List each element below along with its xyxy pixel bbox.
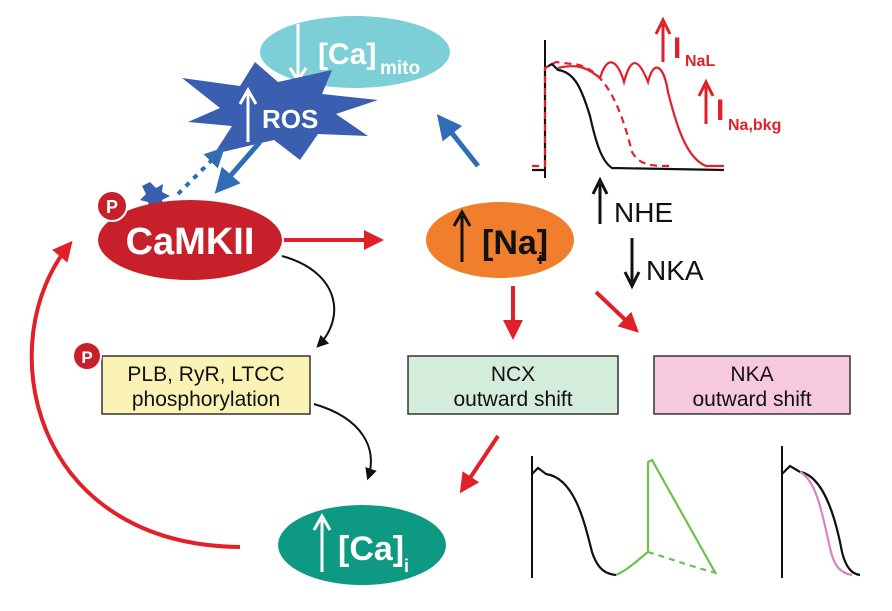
ap-trace-inabkg bbox=[557, 61, 724, 168]
ncx-green-trace bbox=[615, 458, 717, 577]
ca-mito-node: [Ca] mito bbox=[260, 16, 450, 88]
inal-main: I bbox=[673, 32, 681, 65]
inal-label-group: I NaL bbox=[654, 16, 715, 70]
ros-label: ROS bbox=[262, 104, 318, 134]
ncx-cai-arrow bbox=[459, 434, 500, 494]
ap-trace-panel-top bbox=[532, 40, 725, 178]
ncx-box: NCX outward shift bbox=[407, 355, 619, 415]
ncx-box-line2: outward shift bbox=[453, 388, 572, 411]
camkii-phos-arrow bbox=[281, 255, 336, 348]
inal-sub: NaL bbox=[685, 53, 715, 70]
camkii-label: CaMKII bbox=[126, 221, 255, 263]
ros-node: ROS bbox=[182, 62, 378, 160]
phos-box-line1: PLB, RyR, LTCC bbox=[127, 363, 284, 386]
nka-box-line2: outward shift bbox=[692, 388, 811, 411]
camkii-ros-dotted-arrow bbox=[176, 147, 225, 196]
ca-mito-sub: mito bbox=[380, 58, 420, 79]
nai-ros-arrow bbox=[436, 114, 480, 168]
ca-i-sub: i bbox=[404, 556, 409, 576]
nhe-label: NHE bbox=[614, 197, 673, 228]
nka-label: NKA bbox=[646, 255, 704, 286]
phos-box-line2: phosphorylation bbox=[132, 388, 280, 411]
phos-cai-arrow bbox=[313, 403, 377, 481]
nka-pink-trace bbox=[799, 471, 853, 577]
na-i-main: [Na] bbox=[482, 224, 548, 262]
ca-i-main: [Ca] bbox=[338, 530, 404, 568]
nka-label-group: NKA bbox=[623, 238, 704, 290]
na-i-sub: i bbox=[538, 249, 543, 268]
camkii-phospho-badge: P bbox=[96, 190, 128, 222]
nka-box-line1: NKA bbox=[730, 363, 773, 386]
camkii-node: CaMKII bbox=[98, 200, 282, 280]
ros-starburst bbox=[182, 62, 378, 160]
ncx-box-line1: NCX bbox=[491, 363, 535, 386]
ca-mito-main: [Ca] bbox=[318, 38, 376, 71]
ros-camkii-arrow bbox=[214, 140, 262, 194]
ap-trace-inal bbox=[532, 60, 673, 168]
inabkg-label-group: I Na,bkg bbox=[697, 78, 781, 134]
svg-text:P: P bbox=[106, 197, 118, 217]
phosphorylation-box: PLB, RyR, LTCC phosphorylation bbox=[101, 355, 311, 415]
up-arrow-head-icon bbox=[238, 86, 258, 105]
inabkg-sub: Na,bkg bbox=[728, 117, 781, 134]
ap-trace-panel-ncx bbox=[531, 456, 717, 578]
ap-trace-baseline bbox=[532, 62, 725, 172]
ncx-ap-trace bbox=[531, 466, 617, 577]
ncx-green-dashed-trace bbox=[647, 550, 717, 575]
nka-ap-trace bbox=[781, 464, 861, 577]
nai-nka-arrow bbox=[594, 290, 639, 333]
ca-i-node: [Ca] i bbox=[278, 505, 446, 585]
svg-text:P: P bbox=[81, 348, 92, 367]
up-arrow-head-icon bbox=[452, 208, 472, 227]
inabkg-main: I bbox=[716, 94, 724, 127]
nhe-label-group: NHE bbox=[591, 176, 673, 228]
ap-trace-panel-nka bbox=[781, 446, 861, 578]
nka-box: NKA outward shift bbox=[653, 355, 851, 415]
na-i-node: [Na] i bbox=[426, 202, 574, 278]
cai-camkii-feedback-arrow bbox=[29, 240, 241, 549]
phos-box-badge: P bbox=[72, 341, 102, 371]
